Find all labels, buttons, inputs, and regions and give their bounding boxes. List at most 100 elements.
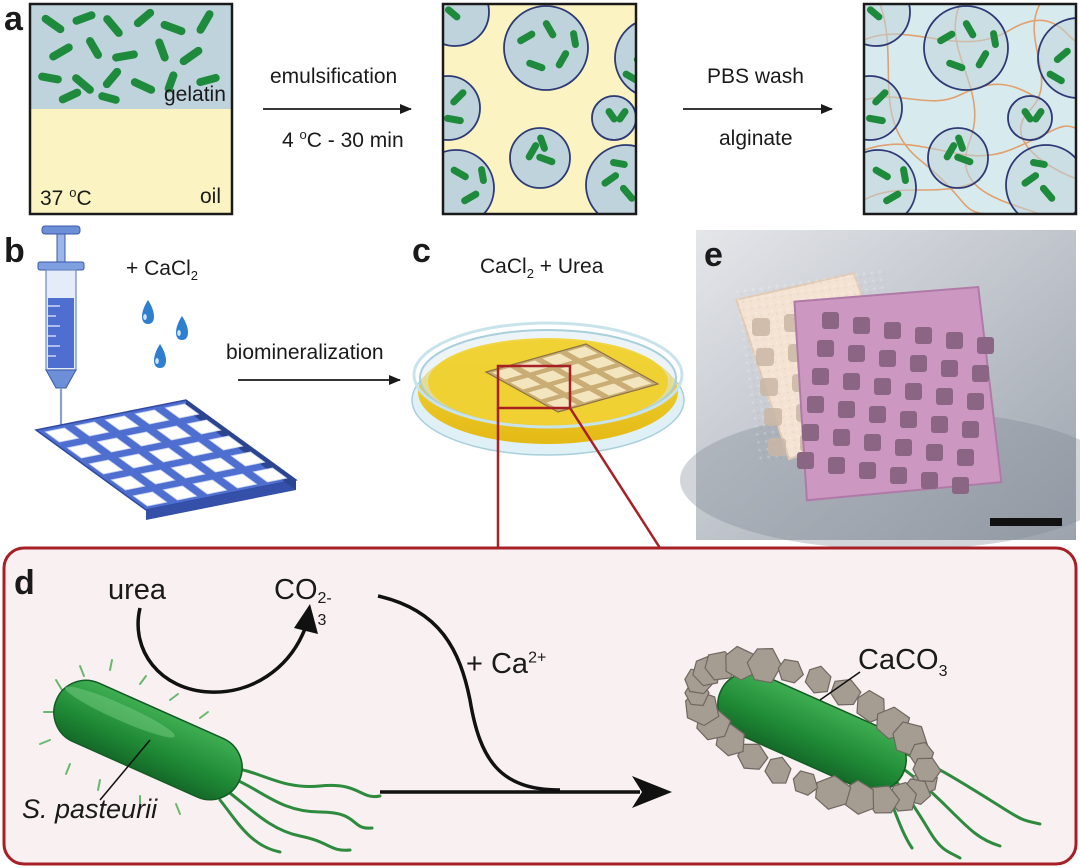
scaffold-pore (140, 469, 176, 485)
pbs-wash-label: PBS wash (707, 65, 804, 88)
scaffold-pore (186, 419, 222, 435)
dish-scaffold-pore (542, 353, 573, 366)
dish-scaffold-pore (492, 367, 523, 380)
scaffold-pore (164, 403, 200, 419)
scaffold-pore (252, 467, 288, 483)
pink-scaffold-pore (833, 429, 850, 446)
scaffold-pore (66, 443, 102, 459)
pink-scaffold-pore (797, 452, 814, 469)
pink-scaffold-holes (797, 312, 994, 494)
urea-to-carbonate-arrow (136, 607, 308, 694)
urea-label: urea (108, 574, 167, 606)
pink-scaffold-pore (926, 444, 943, 461)
pink-scaffold-pore (884, 322, 901, 339)
dish-scaffold-pore (571, 390, 602, 403)
pink-scaffold-pore (848, 345, 865, 362)
mineral-crystal (777, 658, 805, 684)
pink-scaffold-pore (859, 462, 876, 479)
organism-pointer (99, 739, 151, 801)
pink-scaffold-pore (828, 457, 845, 474)
scaffold-pore (110, 475, 146, 491)
zoom-box (496, 364, 572, 410)
gelatin-label: gelatin (164, 83, 226, 106)
calcium-carbonate-crystals (684, 645, 942, 815)
pink-scaffold-pore (910, 355, 927, 372)
pink-scaffold-pore (952, 477, 969, 494)
mineral-crystal (815, 774, 852, 810)
pink-scaffold-pore (864, 434, 881, 451)
dish-scaffold-pore (510, 377, 541, 390)
droplet-icons (142, 300, 188, 368)
pink-scaffold-pore (822, 312, 839, 329)
white-scaffold-pore (764, 408, 782, 426)
pink-scaffold-pore (890, 467, 907, 484)
scaffold-pore (74, 421, 110, 437)
pink-scaffold-pore (962, 421, 979, 438)
photo-printed-scaffolds (680, 230, 1080, 550)
dish-scaffold-pore (596, 383, 627, 396)
scaffold-pore (118, 453, 154, 469)
mineral-crystal (792, 770, 819, 796)
scaffold-pore (170, 463, 206, 479)
scaffold-pore (126, 431, 162, 447)
panel-label-a: a (4, 0, 23, 38)
mineralized-bacterium (684, 645, 1042, 860)
pink-scaffold-pore (941, 360, 958, 377)
scaffold-pore (96, 437, 132, 453)
mineral-crystal (764, 756, 792, 784)
scaffold-pore (162, 485, 198, 501)
scaffold-pore (208, 435, 244, 451)
box-alginate (862, 2, 1078, 216)
pink-scaffold-pore (853, 317, 870, 334)
pink-scaffold-pore (869, 406, 886, 423)
dish-scaffold-pore (578, 373, 609, 386)
panel-label-e: e (704, 236, 723, 274)
white-scaffold-pore (760, 378, 778, 396)
scaffold-pore (178, 441, 214, 457)
pink-scaffold-pore (802, 424, 819, 441)
pink-scaffold-pore (807, 396, 824, 413)
organism-label: S. pasteurii (22, 794, 158, 824)
pink-scaffold-pore (946, 332, 963, 349)
dish-solution-label: CaCl2 + Urea (480, 255, 604, 282)
scaffold-pore (200, 457, 236, 473)
white-scaffold-pore (768, 438, 786, 456)
temperature-label: 37 oC (40, 185, 92, 210)
scaffold-pore (222, 473, 258, 489)
emulsification-condition: 4 oC - 30 min (282, 127, 404, 152)
calcium-ion-label: + Ca2+ (466, 648, 547, 680)
pink-scaffold-pore (931, 416, 948, 433)
scaffold-pore (230, 451, 266, 467)
scaffold-pore (88, 459, 124, 475)
alginate-label: alginate (719, 127, 793, 150)
pink-scaffold-pore (817, 340, 834, 357)
scaffold-pore (132, 491, 168, 507)
dish-scaffold-pore (603, 366, 634, 379)
white-scaffold-pore (752, 318, 770, 336)
mineral-crystal (804, 665, 832, 694)
bacterium-illustration (39, 659, 382, 854)
white-scaffold-pore (756, 348, 774, 366)
product-pointer (819, 671, 861, 701)
dish-scaffold-pore (528, 387, 559, 400)
pink-scaffold-pore (977, 337, 994, 354)
bacteria-cluster (38, 8, 220, 104)
pink-scaffold-pore (915, 327, 932, 344)
panel-label-c: c (412, 232, 431, 270)
scale-bar (990, 518, 1062, 526)
pink-scaffold-pore (812, 368, 829, 385)
box-emulsion (441, 2, 638, 216)
pink-scaffold-pore (895, 439, 912, 456)
biomineralization-label: biomineralization (226, 341, 384, 364)
box-gelatin-oil (28, 2, 234, 216)
pink-scaffold-pore (921, 472, 938, 489)
scaffold-pore (156, 425, 192, 441)
pink-scaffold-pore (936, 388, 953, 405)
scaffold-pore (134, 409, 170, 425)
calcium-merge-curve (377, 594, 561, 792)
pink-scaffold-pore (957, 449, 974, 466)
mineral-crystal (737, 743, 769, 770)
